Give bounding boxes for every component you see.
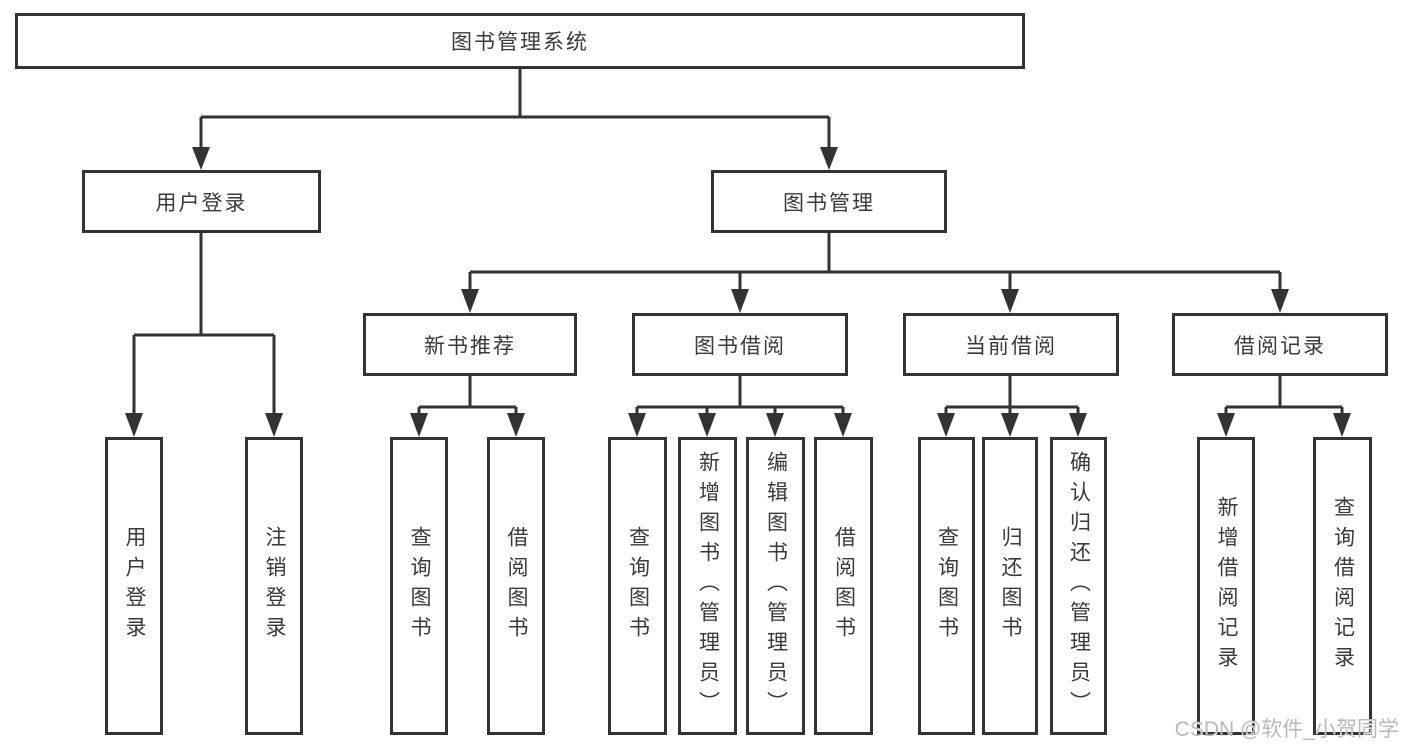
leaf-label: 新增借阅记录 bbox=[1215, 496, 1238, 676]
node-borrow-records: 借阅记录 bbox=[1172, 313, 1388, 376]
leaf-cb-confirm-return-admin: 确认归还（管理员） bbox=[1050, 437, 1107, 735]
leaf-bb-query-books: 查询图书 bbox=[608, 437, 667, 735]
leaf-label: 查询图书 bbox=[935, 526, 959, 646]
connector-root-to-level2 bbox=[192, 69, 838, 170]
leaf-cb-return-books: 归还图书 bbox=[982, 437, 1038, 735]
node-user-login: 用户登录 bbox=[82, 170, 321, 233]
leaf-br-add-record: 新增借阅记录 bbox=[1197, 437, 1255, 735]
connector-new-book-recommend-to-leaves bbox=[410, 376, 525, 437]
leaf-bb-edit-books-admin: 编辑图书（管理员） bbox=[746, 437, 805, 735]
leaf-logout: 注销登录 bbox=[245, 437, 303, 735]
connector-book-management-to-level3 bbox=[461, 233, 1289, 313]
connector-user-login-to-leaves bbox=[125, 233, 283, 437]
node-label: 图书管理 bbox=[783, 191, 875, 215]
node-current-borrow: 当前借阅 bbox=[903, 313, 1119, 376]
node-label: 用户登录 bbox=[155, 191, 248, 215]
node-library-management-system: 图书管理系统 bbox=[15, 13, 1025, 69]
connector-borrow-records-to-leaves bbox=[1217, 376, 1351, 437]
leaf-label: 查询借阅记录 bbox=[1331, 496, 1355, 676]
leaf-label: 归还图书 bbox=[999, 526, 1022, 646]
leaf-label: 借阅图书 bbox=[832, 526, 856, 646]
connector-current-borrow-to-leaves bbox=[937, 376, 1087, 437]
leaf-br-query-record: 查询借阅记录 bbox=[1313, 437, 1372, 735]
node-book-management: 图书管理 bbox=[711, 170, 947, 233]
leaf-label: 编辑图书（管理员） bbox=[764, 451, 788, 721]
leaf-bb-add-books-admin: 新增图书（管理员） bbox=[678, 437, 737, 735]
leaf-bb-borrow-books: 借阅图书 bbox=[814, 437, 873, 735]
leaf-cb-query-books: 查询图书 bbox=[918, 437, 975, 735]
node-label: 图书借阅 bbox=[694, 334, 786, 358]
leaf-label: 确认归还（管理员） bbox=[1067, 451, 1091, 721]
node-label: 新书推荐 bbox=[424, 334, 516, 358]
leaf-label: 查询图书 bbox=[408, 526, 431, 646]
leaf-label: 查询图书 bbox=[626, 526, 650, 646]
leaf-label: 借阅图书 bbox=[505, 526, 528, 646]
connector-book-borrow-to-leaves bbox=[628, 376, 852, 437]
node-label: 当前借阅 bbox=[965, 334, 1057, 358]
leaf-user-login: 用户登录 bbox=[105, 437, 163, 735]
leaf-label: 新增图书（管理员） bbox=[696, 451, 720, 721]
leaf-nb-borrow-books: 借阅图书 bbox=[487, 437, 545, 735]
leaf-nb-query-books: 查询图书 bbox=[390, 437, 448, 735]
leaf-label: 用户登录 bbox=[123, 526, 146, 646]
node-book-borrow: 图书借阅 bbox=[632, 313, 848, 376]
node-label: 图书管理系统 bbox=[451, 31, 589, 54]
node-new-book-recommend: 新书推荐 bbox=[363, 313, 577, 376]
csdn-watermark: CSDN @软件_小贺同学 bbox=[1174, 718, 1399, 741]
node-label: 借阅记录 bbox=[1234, 334, 1326, 358]
leaf-label: 注销登录 bbox=[263, 526, 286, 646]
